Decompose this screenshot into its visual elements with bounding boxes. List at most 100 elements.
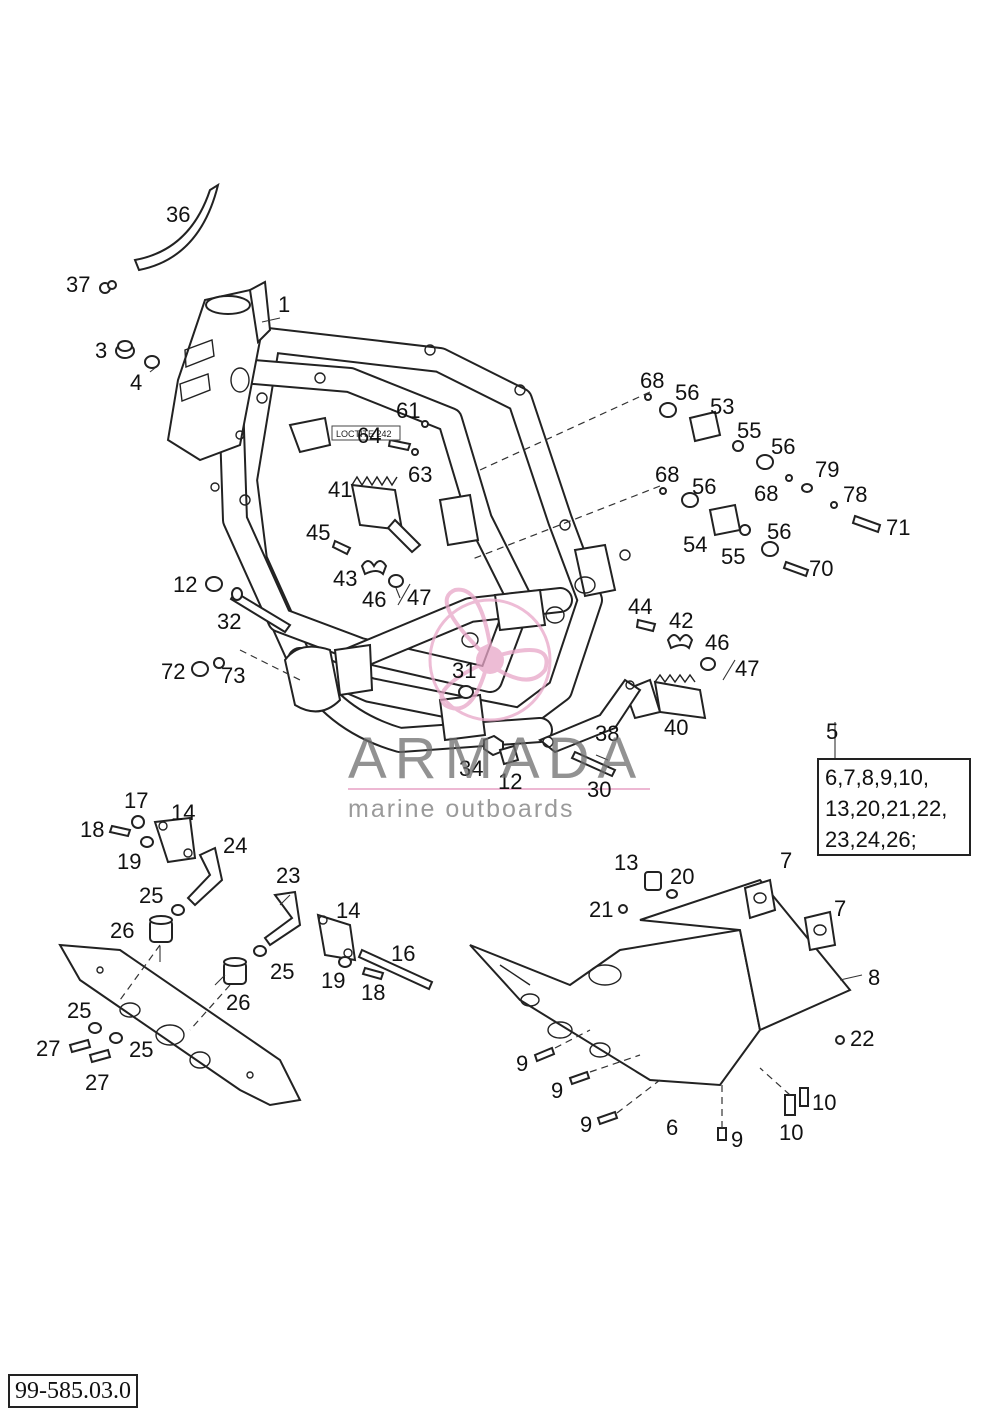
callout-37: 37 [66,272,90,297]
callout-71: 71 [886,515,910,540]
callout-25-a: 25 [139,883,163,908]
callout-8: 8 [868,965,880,990]
callout-73: 73 [221,663,245,688]
washer-73 [213,657,225,669]
callout-79: 79 [815,457,839,482]
nut-72 [191,661,209,677]
washer-19-left [140,836,154,848]
damper-26-lower [223,957,247,985]
watermark-subtitle: marine outboards [348,795,575,823]
callout-68-b: 68 [655,462,679,487]
callout-78: 78 [843,482,867,507]
pin-44 [635,618,657,633]
washer-20 [666,889,678,899]
callout-41: 41 [328,477,352,502]
bracket-24 [186,846,224,907]
callout-38: 38 [595,721,619,746]
kit-line: 6,7,8,9,10, [825,765,929,790]
bolt-18-right [361,966,385,981]
breather-hose [133,182,220,272]
axis-right-5 [759,1067,791,1096]
washer-46-right [700,657,716,671]
callout-47-a: 47 [407,585,431,610]
side-stand-38 [538,678,642,754]
kit-contents-box: 6,7,8,9,10, 13,20,21,22, 23,24,26; [817,758,971,856]
axis-line-middle [469,485,661,561]
callout-54: 54 [683,532,707,557]
callout-27-b: 27 [85,1070,109,1095]
callout-64: 64 [357,423,381,448]
callout-45: 45 [306,520,330,545]
rubber-13 [644,871,662,891]
clamp-7-upper [743,878,777,920]
callout-9-c: 9 [580,1112,592,1137]
callout-68-c: 68 [754,481,778,506]
frame-part-1 [166,280,631,753]
callout-19-b: 19 [321,968,345,993]
bolt-71 [851,514,882,534]
callout-26-a: 26 [110,918,134,943]
washer-25-d [109,1032,123,1044]
kit-line: 13,20,21,22, [825,796,948,821]
spring-43 [360,560,388,576]
washer-19-right [338,956,352,968]
screw-9-a [533,1046,556,1063]
spacer-17 [131,815,145,829]
kit-number: 5 [826,719,839,744]
watermark-title: ARMADA [348,726,645,791]
callout-56-c: 56 [692,474,716,499]
footpeg-41 [350,475,422,554]
callout-36: 36 [166,202,190,227]
callout-53: 53 [710,394,734,419]
callout-46-b: 46 [705,630,729,655]
washer-25-b [253,945,267,957]
callout-27-a: 27 [36,1036,60,1061]
bolt-27-b [88,1048,112,1064]
bracket-14-right [316,913,357,962]
washer-25-c [88,1022,102,1034]
washer-63 [411,448,419,456]
axis-right-2 [589,1054,641,1073]
callout-10-a: 10 [812,1090,836,1115]
callout-3: 3 [95,338,107,363]
axis-left-2 [189,984,231,1031]
callout-19-a: 19 [117,849,141,874]
loctite-label: LOCTITE 242 [336,429,392,439]
callout-1: 1 [278,292,290,317]
damper-26-upper [149,915,173,943]
bolt-18-left [108,824,132,838]
nut-21 [618,904,628,914]
callout-20: 20 [670,864,694,889]
callout-7-b: 7 [834,896,846,921]
plug-12-upper [205,576,223,592]
bolt-70 [782,560,810,578]
bolt-27-a [68,1038,92,1054]
callout-30: 30 [587,777,611,802]
callout-56-a: 56 [675,380,699,405]
callout-25-d: 25 [129,1037,153,1062]
plug-3 [115,340,135,359]
callout-9-a: 9 [516,1051,528,1076]
spring-42 [666,634,694,650]
callout-10-b: 10 [779,1120,803,1145]
skid-plate-left-view [58,943,302,1107]
watermark-divider [348,788,650,790]
callout-72: 72 [161,659,185,684]
callout-9-d: 9 [731,1127,743,1152]
callout-68-a: 68 [640,368,664,393]
skid-plate-6 [469,928,762,1087]
clamp-7-lower [803,910,837,952]
callout-25-c: 25 [67,998,91,1023]
cap-22 [835,1035,845,1045]
bolt-31 [458,685,474,699]
clip-37 [99,280,117,294]
callout-32: 32 [217,609,241,634]
pin-45 [331,539,352,556]
bolt-10-b [799,1087,809,1107]
bolt-16 [357,948,434,991]
axis-right-1 [554,1029,591,1049]
callout-12-b: 12 [498,769,522,794]
callout-13: 13 [614,850,638,875]
callout-63: 63 [408,462,432,487]
callout-47-b: 47 [735,656,759,681]
